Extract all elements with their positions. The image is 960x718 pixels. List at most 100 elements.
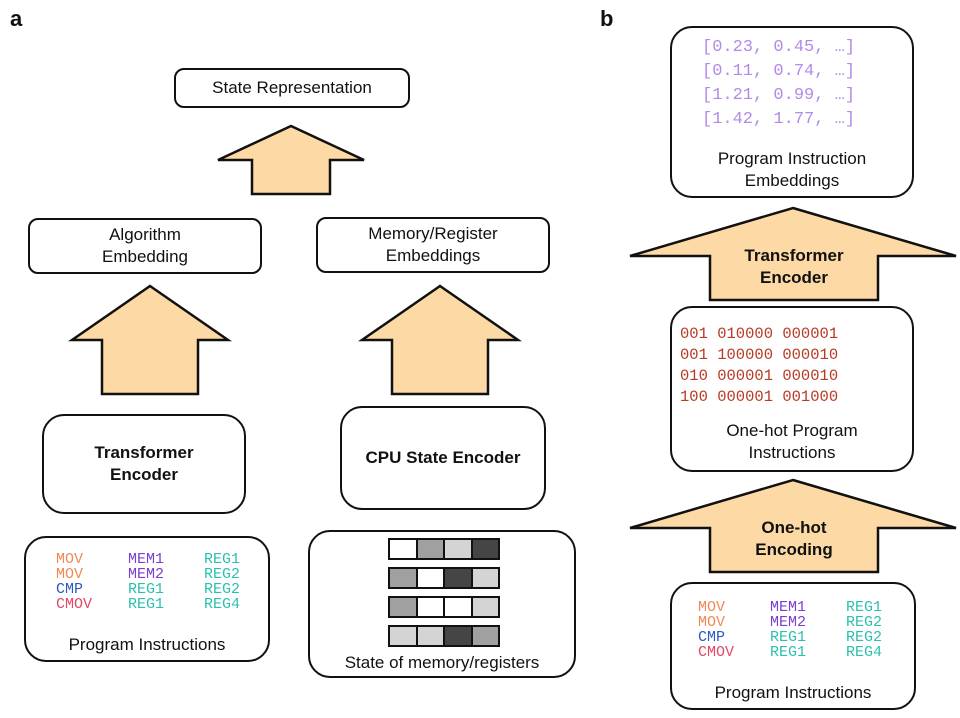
onehot-encoding-arrow-shape — [629, 478, 957, 574]
operand-2: REG4 — [204, 596, 241, 613]
algorithm-embedding-line-2: Embedding — [101, 247, 188, 266]
binary-vector: 001 010000 000001 — [680, 325, 839, 343]
binary-vector: 100 000001 001000 — [680, 388, 839, 406]
operand-1: MEM1 — [128, 551, 165, 568]
opcode: CMP — [698, 629, 726, 646]
program-instructions-label-b: Program Instructions — [714, 683, 872, 702]
embedding-vector: [1.21, 0.99, …] — [702, 86, 856, 105]
onehot-encoding-line-1: One-hot — [761, 518, 827, 537]
arrow-to-state-representation — [217, 124, 365, 196]
operand-2: REG1 — [204, 551, 241, 568]
binary-vector: 010 000001 000010 — [680, 367, 839, 385]
transformer-encoder-arrow-text: Transformer Encoder — [710, 242, 878, 292]
operand-1: REG1 — [770, 629, 807, 646]
onehot-encoding-line-2: Encoding — [755, 540, 833, 559]
onehot-instructions-box: 001 010000 000001 001 100000 000010 010 00… — [670, 306, 914, 472]
cpu-state-encoder-box: CPU State Encoder — [340, 406, 546, 510]
transformer-encoder-b-line-1: Transformer — [744, 246, 844, 265]
opcode: MOV — [56, 551, 84, 568]
memory-cell — [415, 567, 445, 589]
transformer-encoder-line-1: Transformer — [94, 443, 194, 462]
state-representation-box: State Representation — [174, 68, 410, 108]
instruction-row: MOV MEM2 REG2 — [56, 567, 264, 582]
opcode: MOV — [698, 599, 726, 616]
memory-cell — [443, 538, 473, 560]
memory-cell — [415, 596, 445, 618]
operand-1: MEM2 — [128, 566, 165, 583]
memory-cell — [415, 538, 445, 560]
opcode: CMP — [56, 581, 84, 598]
operand-2: REG2 — [846, 614, 883, 631]
operand-2: REG1 — [846, 599, 883, 616]
opcode: CMOV — [56, 596, 93, 613]
operand-1: REG1 — [128, 581, 165, 598]
transformer-encoder-box: Transformer Encoder — [42, 414, 246, 514]
instruction-row: MOV MEM1 REG1 — [56, 552, 264, 567]
embeddings-label-line-2: Embeddings — [744, 171, 840, 190]
instruction-row: CMOV REG1 REG4 — [698, 645, 906, 660]
memory-cell — [443, 596, 473, 618]
transformer-encoder-line-2: Encoder — [109, 465, 179, 484]
memory-cell — [470, 567, 500, 589]
arrow-to-memory-register-embeddings — [357, 284, 523, 396]
transformer-encoder-arrow-shape — [629, 206, 957, 302]
cpu-state-encoder-label: CPU State Encoder — [365, 448, 521, 467]
onehot-encoding-arrow-text: One-hot Encoding — [710, 514, 878, 564]
instruction-row: CMP REG1 REG2 — [56, 582, 264, 597]
operand-2: REG4 — [846, 644, 883, 661]
panel-b-label: b — [600, 6, 614, 31]
memory-register-embeddings-line-1: Memory/Register — [368, 224, 498, 243]
memory-state-grid — [388, 538, 500, 654]
operand-2: REG2 — [204, 566, 241, 583]
onehot-label-line-1: One-hot Program — [726, 421, 858, 440]
memory-cell — [415, 625, 445, 647]
memory-state-label: State of memory/registers — [344, 653, 540, 672]
operand-1: MEM1 — [770, 599, 807, 616]
memory-cell — [388, 567, 418, 589]
memory-cell — [388, 625, 418, 647]
arrow-to-algorithm-embedding — [67, 284, 233, 396]
algorithm-embedding-box: Algorithm Embedding — [28, 218, 262, 274]
memory-state-box: State of memory/registers — [308, 530, 576, 678]
instruction-row: CMP REG1 REG2 — [698, 630, 906, 645]
binary-vectors: 001 010000 000001 001 100000 000010 010 00… — [680, 324, 838, 408]
embedding-vector: [1.42, 1.77, …] — [702, 110, 856, 129]
embeddings-label-line-1: Program Instruction — [717, 149, 867, 168]
instruction-row: MOV MEM1 REG1 — [698, 600, 906, 615]
embedding-vector: [0.11, 0.74, …] — [702, 62, 856, 81]
transformer-encoder-b-line-2: Encoder — [759, 268, 829, 287]
onehot-caption: One-hot Program Instructions — [672, 420, 912, 464]
operand-1: REG1 — [128, 596, 165, 613]
onehot-label-line-2: Instructions — [748, 443, 836, 462]
memory-register-embeddings-box: Memory/Register Embeddings — [316, 217, 550, 273]
program-instructions-label-a: Program Instructions — [68, 635, 226, 654]
memory-cell — [470, 538, 500, 560]
instruction-row: CMOV REG1 REG4 — [56, 597, 264, 612]
onehot-encoding-arrow: One-hot Encoding — [628, 478, 958, 574]
memory-register-embeddings-line-2: Embeddings — [385, 246, 481, 265]
binary-vector: 001 100000 000010 — [680, 346, 839, 364]
opcode: CMOV — [698, 644, 735, 661]
memory-cell — [470, 625, 500, 647]
algorithm-embedding-line-1: Algorithm — [109, 225, 181, 244]
opcode: MOV — [56, 566, 84, 583]
panel-a-label: a — [10, 6, 23, 31]
embedding-vectors: [0.23, 0.45, …] [0.11, 0.74, …] [1.21, 0.9… — [702, 36, 855, 132]
operand-2: REG2 — [204, 581, 241, 598]
memory-cell — [388, 596, 418, 618]
operand-2: REG2 — [846, 629, 883, 646]
instruction-embeddings-box: [0.23, 0.45, …] [0.11, 0.74, …] [1.21, 0.9… — [670, 26, 914, 198]
memory-cell — [443, 625, 473, 647]
operand-1: MEM2 — [770, 614, 807, 631]
memory-cell — [443, 567, 473, 589]
operand-1: REG1 — [770, 644, 807, 661]
memory-cell — [470, 596, 500, 618]
embedding-vector: [0.23, 0.45, …] — [702, 38, 856, 57]
memory-cell — [388, 538, 418, 560]
embeddings-caption: Program Instruction Embeddings — [672, 148, 912, 192]
